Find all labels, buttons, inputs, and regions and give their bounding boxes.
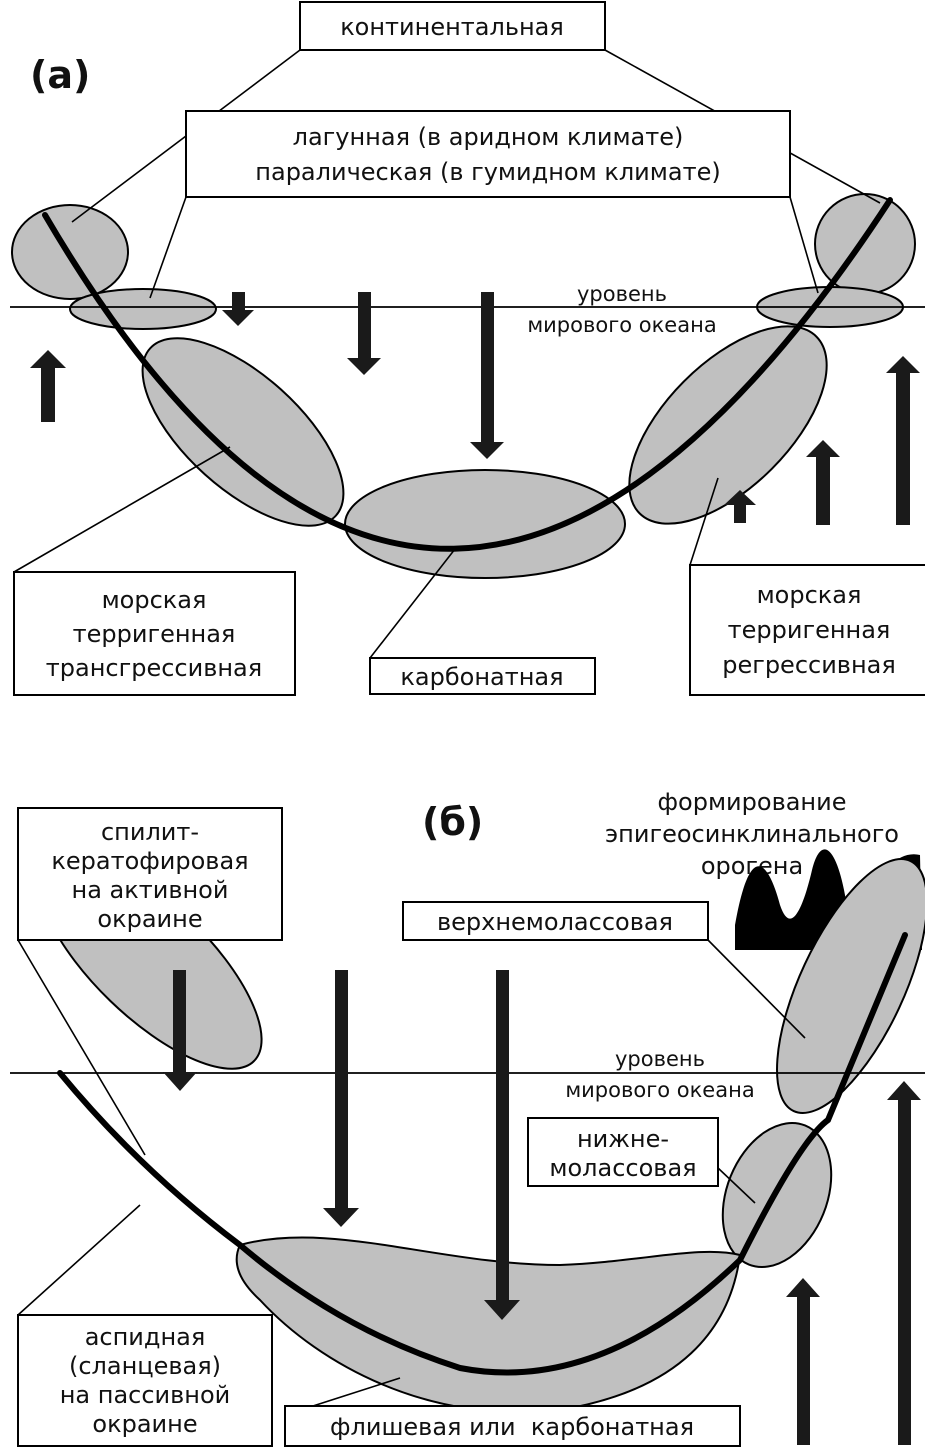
leader-aspid	[18, 1205, 140, 1315]
transgressive-label-line2: терригенная	[73, 620, 236, 648]
upper-molasse-label: верхнемолассовая	[437, 908, 673, 936]
sea-level-label-b-line2: мирового океана	[565, 1078, 754, 1102]
spilite-label-line4: окраине	[97, 905, 202, 933]
sea-level-label-b-line1: уровень	[615, 1047, 705, 1071]
lagoon-label-line2: паралическая (в гумидном климате)	[255, 158, 720, 186]
aspid-label-line3: на пассивной	[60, 1381, 231, 1409]
orogen-title-line1: формирование	[658, 788, 847, 816]
up-arrow-icon	[887, 1081, 921, 1445]
sea-level-label-a-line2: мирового океана	[527, 313, 716, 337]
lower-molasse-label-line2: молассовая	[549, 1154, 696, 1182]
aspid-label-line2: (сланцевая)	[69, 1352, 221, 1380]
panel-b-label: (б)	[422, 800, 483, 844]
regressive-label-line3: регрессивная	[722, 651, 896, 679]
sea-level-label-a-line1: уровень	[577, 282, 667, 306]
up-arrow-icon	[886, 356, 920, 525]
carbonate-blob	[345, 470, 625, 578]
down-arrow-icon	[347, 292, 381, 375]
up-arrow-icon	[786, 1278, 820, 1445]
leader-lagoon-right	[790, 197, 818, 293]
transgressive-label-line3: трансгрессивная	[46, 654, 262, 682]
continental-label: континентальная	[340, 13, 564, 41]
lagoon-label-line1: лагунная (в аридном климате)	[293, 123, 684, 151]
spilite-label-line1: спилит-	[101, 818, 199, 846]
down-arrow-icon	[323, 970, 359, 1227]
up-arrow-icon	[806, 440, 840, 525]
spilite-label-line3: на активной	[72, 876, 229, 904]
continental-right-blob	[815, 194, 915, 294]
transgressive-label-line1: морская	[102, 586, 207, 614]
flysch-blob	[237, 1237, 740, 1412]
aspid-label-line4: окраине	[92, 1410, 197, 1438]
spilite-label-line2: кератофировая	[51, 847, 248, 875]
flysch-label: флишевая или карбонатная	[330, 1413, 694, 1441]
leader-lagoon-left	[150, 197, 186, 298]
leader-upper-molasse	[708, 940, 805, 1038]
regressive-label-line2: терригенная	[728, 616, 891, 644]
down-arrow-icon	[222, 292, 254, 326]
regressive-label-line1: морская	[757, 581, 862, 609]
carbonate-label: карбонатная	[400, 663, 563, 691]
panel-a-label: (a)	[30, 53, 90, 97]
orogen-title-line2: эпигеосинклинального	[605, 820, 899, 848]
leader-transgressive	[14, 447, 230, 572]
aspid-label-line1: аспидная	[85, 1323, 206, 1351]
up-arrow-icon	[30, 350, 66, 422]
lower-molasse-label-line1: нижне-	[577, 1125, 669, 1153]
down-arrow-icon	[470, 292, 504, 459]
